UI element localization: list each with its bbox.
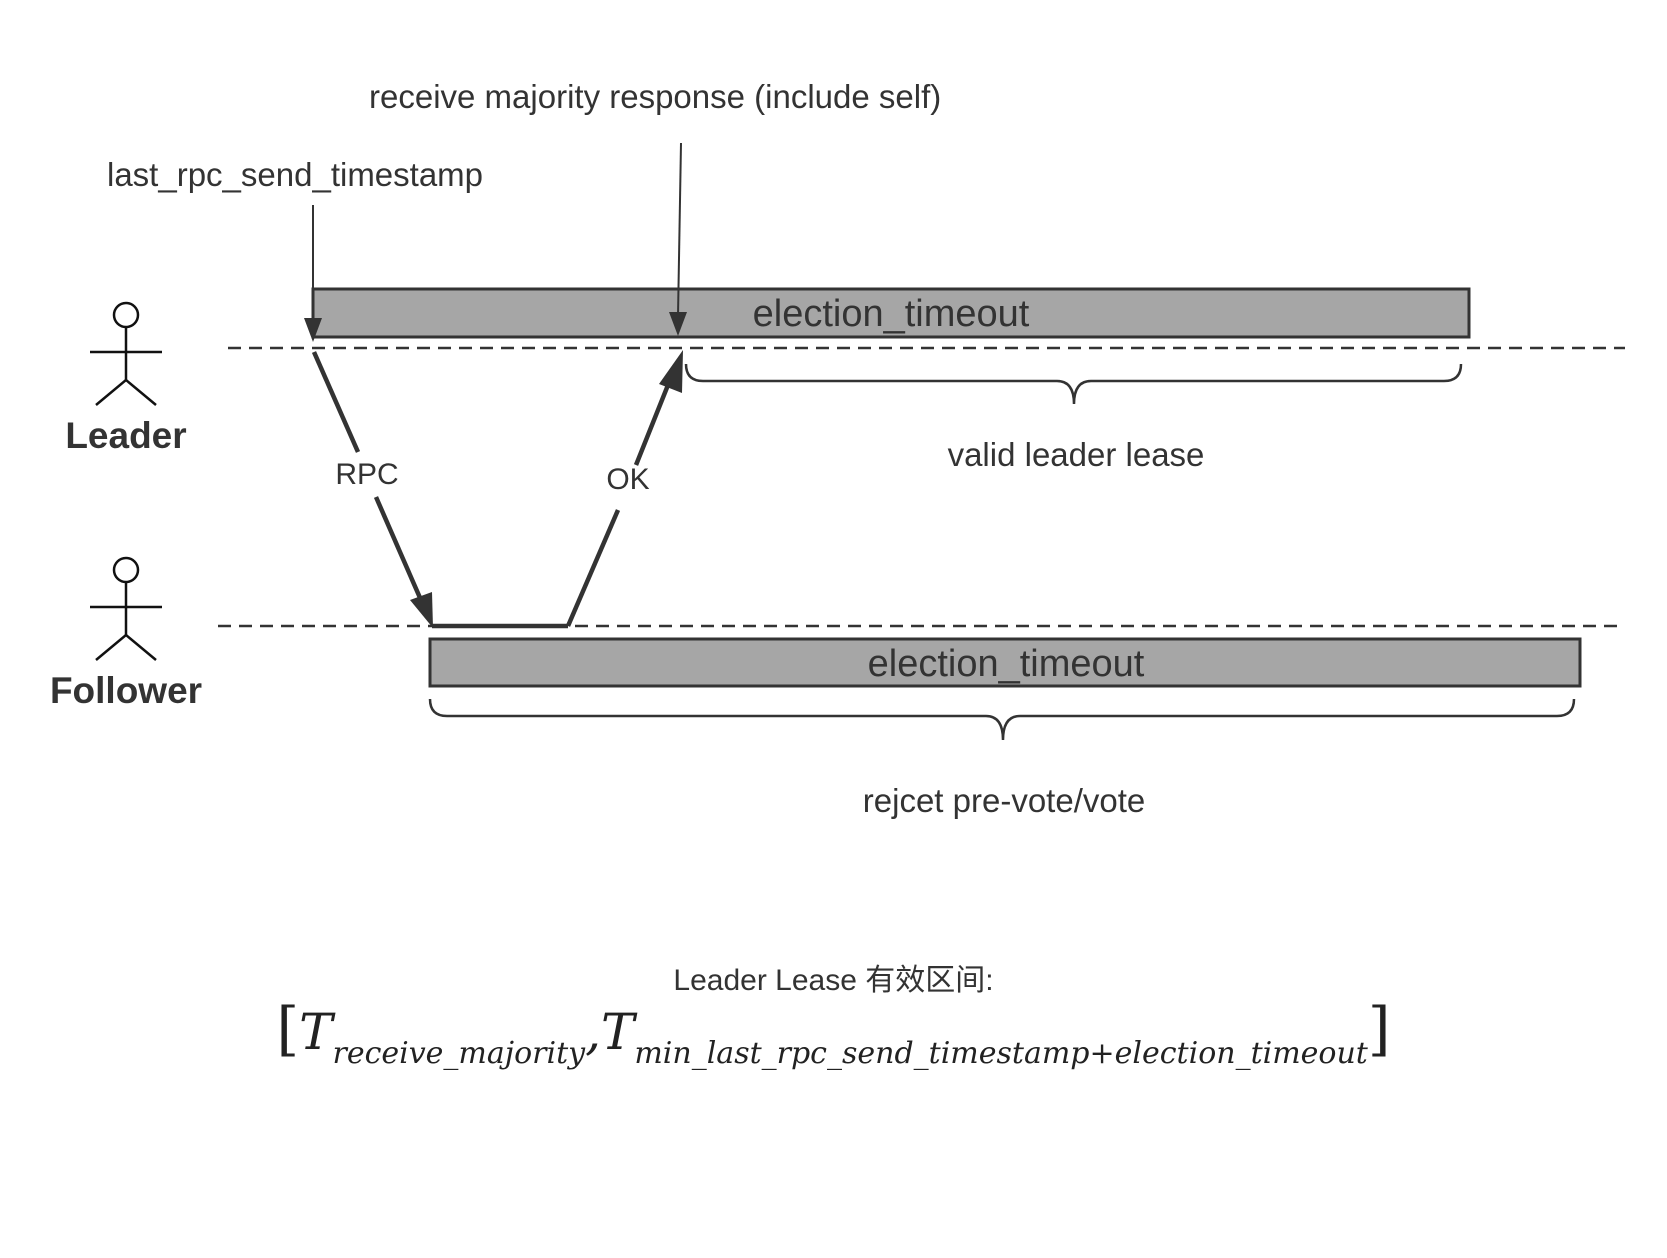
send-timestamp-arrowhead-icon — [304, 318, 322, 342]
rpc-message-line-lower — [373, 496, 427, 608]
follower-label: Follower — [50, 670, 202, 711]
formula-open-bracket: [ — [276, 995, 300, 1063]
receive-majority-label: receive majority response (include self) — [369, 78, 941, 115]
ok-message-label: OK — [606, 463, 649, 496]
ok-message-line-upper — [633, 379, 673, 466]
ok-arrowhead-icon — [659, 350, 683, 393]
formula-t2: T — [600, 1003, 635, 1061]
follower-election-timeout-bar — [428, 637, 1582, 688]
leader-actor-icon — [90, 301, 162, 406]
formula-t2-subscript: min_last_rpc_send_timestamp+election_tim… — [634, 1036, 1368, 1071]
valid-lease-brace — [684, 363, 1463, 405]
valid-lease-label: valid leader lease — [948, 436, 1205, 473]
rpc-message-label: RPC — [335, 458, 398, 491]
reject-vote-brace — [428, 698, 1576, 741]
formula-t1-subscript: receive_majority — [332, 1036, 586, 1071]
leader-label: Leader — [65, 415, 186, 456]
formula-t1: T — [299, 1003, 333, 1061]
receive-majority-pointer — [677, 142, 682, 317]
ok-message-line-lower — [565, 509, 621, 627]
send-timestamp-label: last_rpc_send_timestamp — [107, 156, 483, 193]
follower-actor-icon — [90, 556, 162, 661]
caption-title: Leader Lease 有效区间: — [673, 964, 994, 997]
lease-interval-formula: [Treceive_majority,Tmin_last_rpc_send_ti… — [0, 995, 1667, 1071]
receive-majority-arrowhead-icon — [669, 312, 687, 336]
leader-election-timeout-bar — [311, 287, 1471, 339]
follower-election-timeout-label: election_timeout — [868, 643, 1145, 685]
formula-close-bracket: ] — [1367, 995, 1391, 1063]
rpc-message-line-upper — [311, 351, 361, 453]
reject-vote-label: rejcet pre-vote/vote — [863, 782, 1145, 819]
rpc-arrowhead-icon — [410, 592, 433, 628]
formula-comma: , — [585, 1003, 601, 1061]
leader-election-timeout-label: election_timeout — [753, 293, 1030, 335]
